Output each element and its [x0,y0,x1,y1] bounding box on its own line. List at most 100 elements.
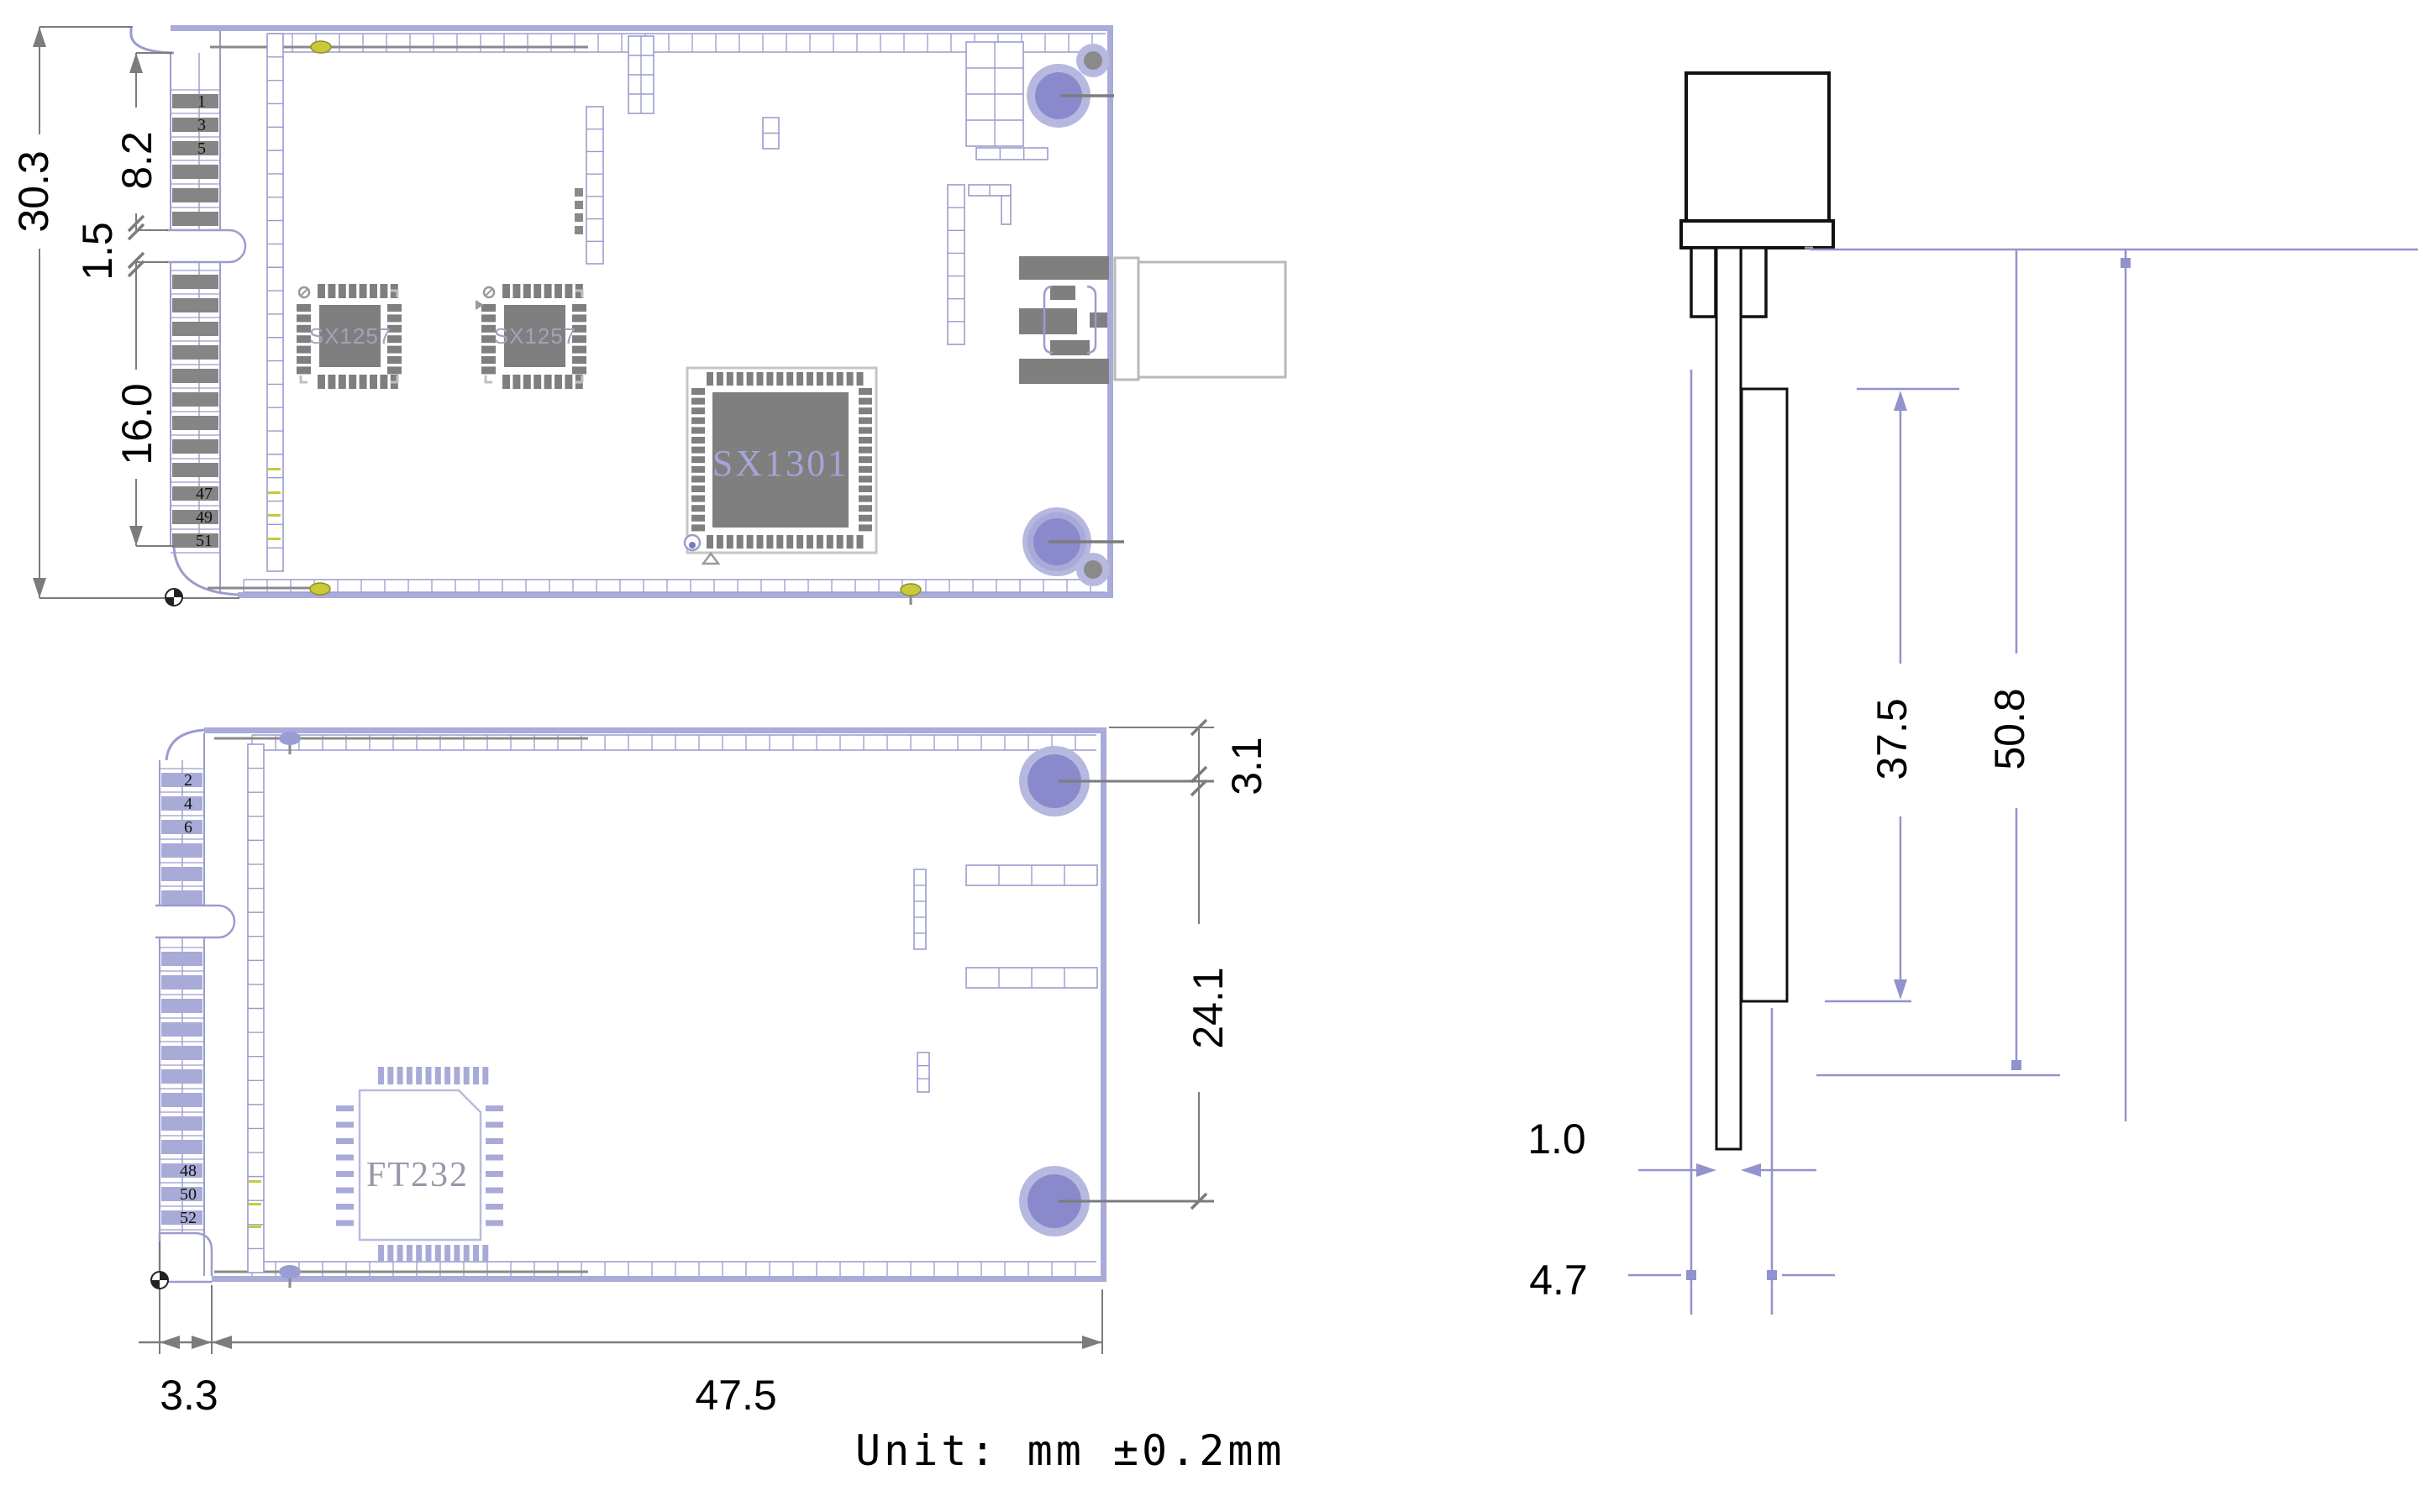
chip-pad [359,284,367,298]
connector-finger [172,486,218,501]
connector-finger [172,275,218,289]
chip-pad [463,1245,470,1263]
chip-pad [349,284,357,298]
chip-sx1301 [683,366,878,565]
chip-pad [859,437,872,444]
connector-finger [172,369,218,383]
top-view-dimensions [33,26,239,606]
usb-connector-footprint [1019,256,1287,384]
connector-finger [161,1069,202,1084]
chip-pad [572,356,586,364]
component-bottom-top [279,732,301,745]
chip-pad [846,535,854,549]
chip-pad [555,284,562,298]
chip-pad [796,535,804,549]
chip-pad [816,372,823,386]
dim-arrowhead [1741,1163,1761,1177]
pin-label: 49 [196,508,213,527]
connector-finger [161,1116,202,1131]
chip-pad [387,335,402,344]
chip-pad [691,407,705,415]
pin-label: 52 [180,1209,197,1227]
chip-pad [336,1154,354,1161]
dim-1-0: 1.0 [1527,1116,1586,1163]
chip-pad [807,372,813,386]
mid-ladder [586,106,604,265]
chip-pad [425,1245,432,1263]
chip-pad [434,1067,441,1084]
chip-pad [786,372,794,386]
dim-3-3: 3.3 [160,1372,218,1419]
chip-pad [544,375,552,389]
chip-pad [523,375,531,389]
usb-bracket [1043,285,1054,354]
chip-pad [336,1220,354,1226]
dim-arrowhead [212,1336,232,1349]
chip-pad [336,1171,354,1177]
chip-pad [502,284,510,298]
pin-label: 5 [197,139,206,158]
chip-pad [776,372,784,386]
chip-pad [425,1067,432,1084]
pcb-edge [1715,246,1742,1151]
chip-pad [297,345,311,354]
chip-pad [572,345,586,354]
chip-pad [756,535,764,549]
dim-arrowhead [1696,1163,1716,1177]
usb-bracket [1086,285,1097,354]
chip-pad [859,417,872,424]
chip-pad [707,372,713,386]
alignment-triangle [701,551,721,565]
datum-target-quadrant [174,589,182,597]
chip-pad [328,284,336,298]
chip-pad [691,475,705,483]
dim-30-3: 30.3 [10,150,57,232]
connector-finger [172,165,218,179]
chip-pad [776,535,784,549]
chip-pad [555,375,562,389]
chip-pad [836,535,844,549]
chip-label-sx1301: SX1301 [712,443,849,484]
top-view: 1 3 5 47 49 51 SX1257 SX1257 SX1301 30.3… [10,25,1287,606]
ruler-yellow-mark [268,468,281,470]
chip-pad [859,524,872,532]
usb-flange [1679,219,1835,249]
chip-pad [481,335,496,344]
v-strip [917,1052,930,1093]
chip-pad [463,1067,470,1084]
connector-key-slot [155,904,236,939]
v-strip [913,869,927,950]
dim-square-end [2121,258,2131,268]
led-bottom-right [900,583,922,596]
chip-outline [358,1089,482,1242]
chip-pad [397,1067,403,1084]
connector-finger [172,118,218,132]
datum-target-quadrant [151,1280,160,1289]
corner-hole [1084,51,1102,70]
chip-pad [786,535,794,549]
chip-pad [486,1171,503,1177]
chip-pad [318,375,325,389]
chip-pad [512,284,521,298]
corner-hole [1084,560,1102,579]
chip-sx1257-2 [476,284,586,389]
small-pad [575,226,583,234]
connector-finger [161,952,202,966]
connector-finger [172,141,218,155]
chip-pad [378,1245,384,1263]
chip-pad [572,304,586,312]
chip-pad [716,372,723,386]
chip-pad [454,1067,460,1084]
usb-leg [1739,246,1768,318]
dim-arrowhead [129,526,143,546]
usb-pad [1050,340,1090,355]
chip-pad [380,284,388,298]
chip-pad [572,314,586,323]
dim-1-5: 1.5 [74,222,121,281]
pin-label: 4 [184,795,192,813]
chip-pad [406,1067,413,1084]
pin-label: 3 [197,116,206,134]
usb-pad [1019,359,1109,384]
chip-pad [572,335,586,344]
chip-pad [370,375,377,389]
